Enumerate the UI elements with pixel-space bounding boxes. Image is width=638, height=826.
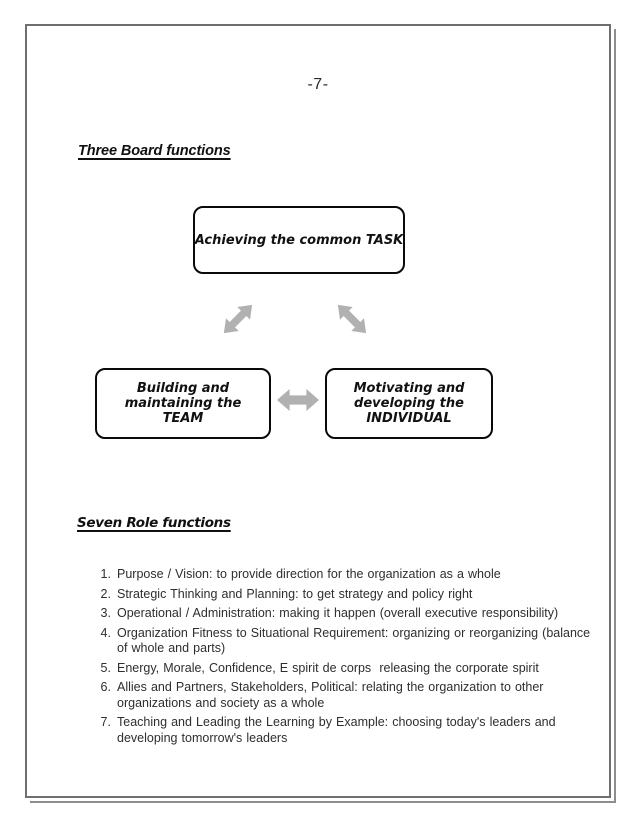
role-item-1: Purpose / Vision: to provide direction f…: [115, 567, 597, 583]
role-item-5: Energy, Morale, Confidence, E spirit de …: [115, 661, 597, 677]
individual-box-label: Motivating and developing the INDIVIDUAL: [353, 381, 465, 426]
role-item-2: Strategic Thinking and Planning: to get …: [115, 587, 597, 603]
role-functions-heading: Seven Role functions: [77, 515, 231, 531]
team-box-label: Building and maintaining the TEAM: [124, 381, 242, 426]
double-arrow-icon: [277, 389, 319, 411]
document-page: -7- Three Board functions Achieving the …: [25, 24, 611, 798]
team-box: Building and maintaining the TEAM: [95, 368, 271, 439]
task-box: Achieving the common TASK: [193, 206, 405, 274]
role-functions-list: Purpose / Vision: to provide direction f…: [90, 567, 597, 750]
double-arrow-task-individual-icon: [331, 298, 372, 339]
role-item-4: Organization Fitness to Situational Requ…: [115, 626, 597, 657]
individual-box: Motivating and developing the INDIVIDUAL: [325, 368, 493, 439]
double-arrow-task-team-icon: [217, 298, 258, 339]
double-arrow-icon: [337, 304, 367, 334]
page-number: -7-: [307, 76, 329, 93]
double-arrow-icon: [223, 304, 253, 334]
role-item-7: Teaching and Leading the Learning by Exa…: [115, 715, 597, 746]
role-item-6: Allies and Partners, Stakeholders, Polit…: [115, 680, 597, 711]
task-box-label: Achieving the common TASK: [194, 232, 404, 248]
role-item-3: Operational / Administration: making it …: [115, 606, 597, 622]
board-functions-heading: Three Board functions: [78, 143, 231, 159]
double-arrow-team-individual-icon: [277, 389, 319, 411]
